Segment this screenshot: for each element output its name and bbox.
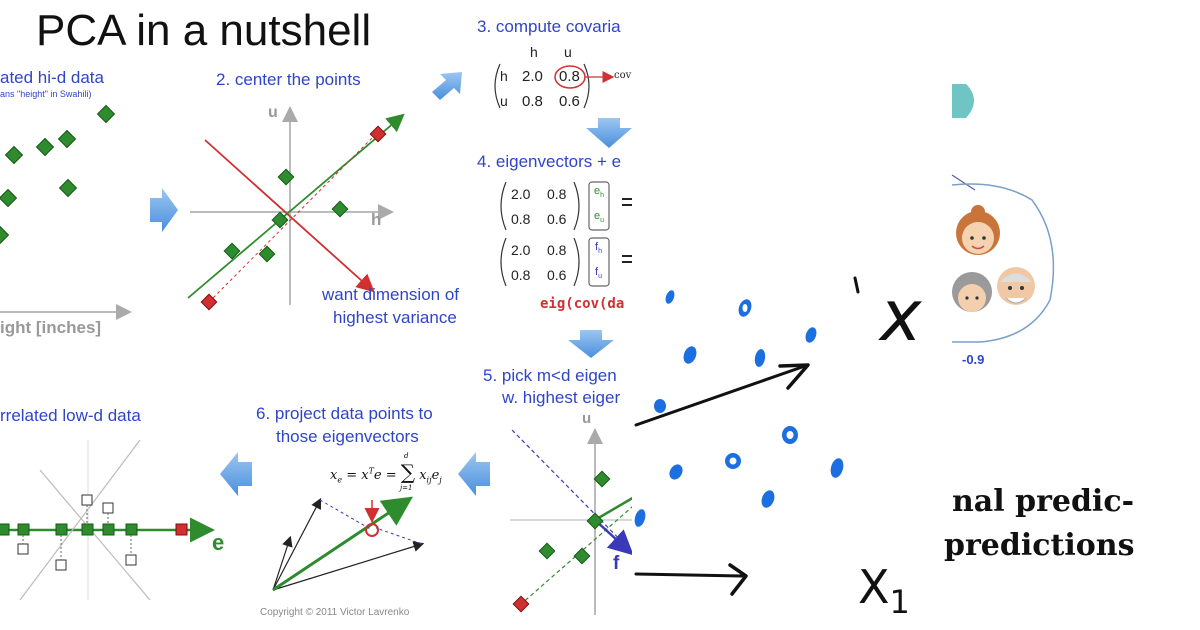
sketch-region <box>632 0 952 630</box>
avatar-elder-man-icon <box>997 267 1035 305</box>
panel-4-m2-b: 0.8 <box>547 242 567 258</box>
panel-6-title-1: 6. project data points to <box>256 404 433 423</box>
right-panel-text-2: predictions <box>944 528 1135 563</box>
panel-4-vec-e-h: eh <box>594 185 605 200</box>
panel-4-vec-f-h: fh <box>595 241 602 256</box>
panel-3-cell-hh: 2.0 <box>522 68 543 85</box>
flow-arrow-6 <box>220 452 252 496</box>
right-panel-value: -0.9 <box>962 352 985 367</box>
formula-sub-ij: ij <box>426 475 432 485</box>
flow-arrow-4 <box>568 330 614 358</box>
panel-4-m1-b: 0.8 <box>547 186 567 202</box>
right-panel-fragment <box>951 0 1200 630</box>
panel-4-m2-c: 0.8 <box>511 267 531 283</box>
flow-arrow-3 <box>586 118 632 148</box>
panel-4-vec-f-u: fu <box>595 266 602 281</box>
panel-3-col-u: u <box>564 44 572 60</box>
panel-6-title-2: those eigenvectors <box>276 427 419 446</box>
panel-5-eigen <box>510 428 641 615</box>
panel-4-vec-e-h-sub: h <box>600 192 605 200</box>
panel-2-centered <box>187 106 405 311</box>
panel-4-m2-d: 0.6 <box>547 267 567 283</box>
sketch-label-x1-sub: 1 <box>889 583 910 621</box>
panel-3-cell-hu: 0.8 <box>559 68 580 85</box>
panel-5-title-1: 5. pick m<d eigen <box>483 366 617 385</box>
panel-1-title: ated hi-d data <box>0 68 104 87</box>
formula-sum-top: d <box>404 452 409 460</box>
panel-5-title-2: w. highest eiger <box>502 388 621 407</box>
flow-arrow-1 <box>150 188 178 232</box>
panel-1-axis-label: ight [inches] <box>0 318 102 337</box>
panel-1-scatter <box>0 104 132 320</box>
panel-5-axis-u: u <box>582 410 592 427</box>
panel-1-note: ans "height" in Swahili) <box>0 89 92 99</box>
avatar-elder-woman-icon <box>952 272 992 312</box>
formula-sum-bottom: j=1 <box>400 484 413 492</box>
avatar-girl-icon <box>956 205 1000 255</box>
panel-4-m2-a: 2.0 <box>511 242 531 258</box>
panel-4-m1-c: 0.8 <box>511 211 531 227</box>
page-title: PCA in a nutshell <box>36 6 372 55</box>
panel-2-caption-1: want dimension of <box>322 285 460 304</box>
panel-4-title: 4. eigenvectors + e <box>477 152 622 171</box>
panel-6-formula: xe = xTe = ∑ xijej <box>330 460 442 485</box>
panel-2-caption-2: highest variance <box>333 308 457 327</box>
panel-7-title: rrelated low-d data <box>0 406 141 425</box>
panel-3-cov-label: cov <box>614 70 632 81</box>
panel-4-vec-e-u: eu <box>594 210 605 225</box>
right-panel-text-1: nal predic- <box>952 484 1135 519</box>
formula-sub-e: e <box>337 475 343 485</box>
panel-4-m1-a: 2.0 <box>511 186 531 202</box>
sketch-label-x1: X1 <box>858 560 910 621</box>
panel-6-projection <box>272 496 425 592</box>
panel-7-lowd <box>0 439 215 601</box>
panel-2-axis-u: u <box>268 104 278 121</box>
flow-arrow-2 <box>432 72 462 100</box>
panel-4-matrices <box>500 181 632 287</box>
panel-4-code: eig(cov(da <box>540 296 625 312</box>
panel-3-col-h: h <box>530 44 538 60</box>
formula-sum: ∑ <box>400 460 416 484</box>
flow-arrow-5 <box>458 452 490 496</box>
panel-3-row-h: h <box>500 68 508 84</box>
formula-sub-j: j <box>439 475 442 485</box>
panel-7-axis-e: e <box>212 530 225 555</box>
panel-4-vec-e-u-sub: u <box>600 217 605 225</box>
panel-3-matrix <box>494 63 615 109</box>
panel-4-vec-f-h-sub: h <box>598 248 602 256</box>
panel-2-axis-h: h <box>371 210 382 229</box>
panel-3-cell-uu: 0.6 <box>559 93 580 110</box>
sketch-label-x2: x <box>880 275 922 357</box>
formula-sup-t: T <box>368 466 374 476</box>
panel-4-m1-d: 0.6 <box>547 211 567 227</box>
panel-3-title: 3. compute covaria <box>477 17 621 36</box>
panel-3-row-u: u <box>500 93 508 109</box>
panel-5-vec-f: f <box>613 553 620 574</box>
panel-3-cell-uh: 0.8 <box>522 93 543 110</box>
panel-2-title: 2. center the points <box>216 70 361 89</box>
panel-4-vec-f-u-sub: u <box>598 273 602 281</box>
copyright: Copyright © 2011 Victor Lavrenko <box>260 607 410 618</box>
